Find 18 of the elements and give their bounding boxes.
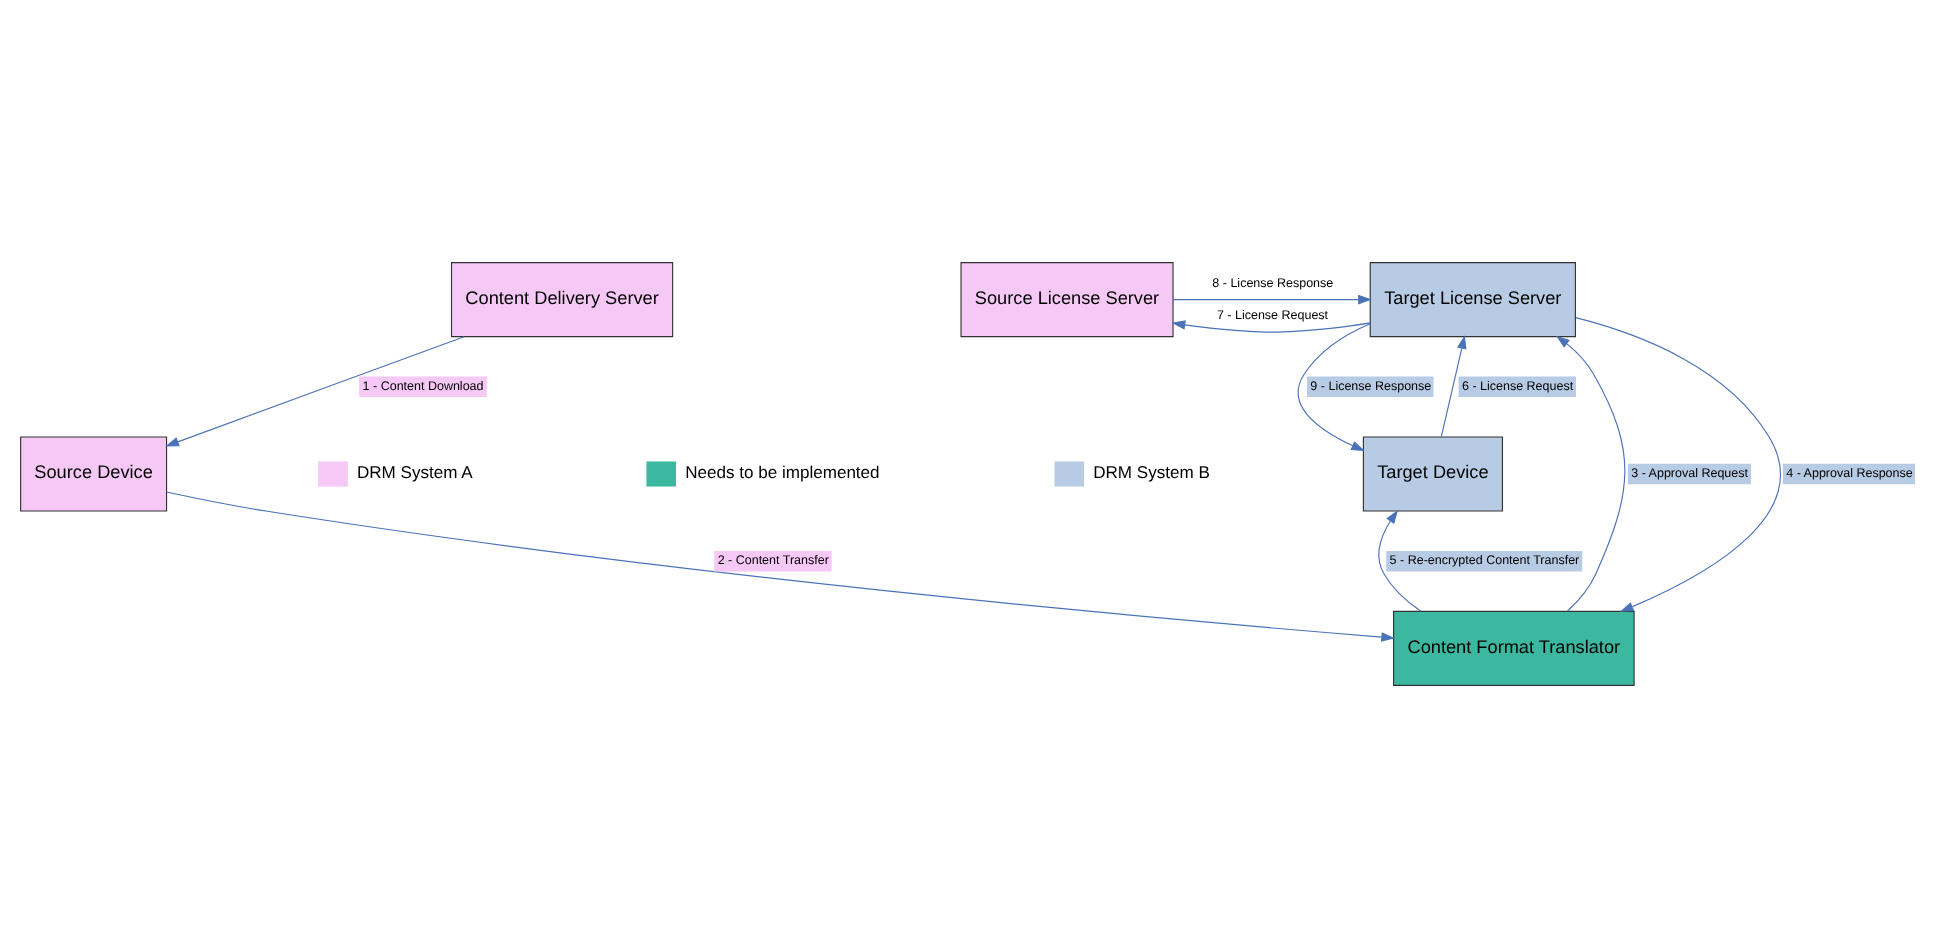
legend-label: Needs to be implemented — [685, 460, 880, 481]
arrow — [165, 335, 465, 446]
legend-label: DRM System B — [1093, 460, 1210, 481]
arrow — [1555, 334, 1626, 611]
arrow — [1171, 319, 1371, 332]
arrow — [1575, 316, 1781, 611]
node-box: Content Format Translator — [1393, 609, 1635, 685]
arrow — [1172, 293, 1372, 304]
node-box: Content Delivery Server — [450, 261, 674, 337]
node-box: Target License Server — [1369, 261, 1576, 337]
legend-label: DRM System A — [356, 460, 473, 481]
arrow — [1297, 322, 1371, 451]
arrow — [1378, 508, 1422, 611]
node-box: Target Device — [1362, 435, 1503, 511]
arrow — [166, 490, 1395, 641]
node-box: Source Device — [20, 435, 168, 511]
node-box: Source License Server — [960, 261, 1174, 337]
arrow — [1440, 334, 1467, 437]
